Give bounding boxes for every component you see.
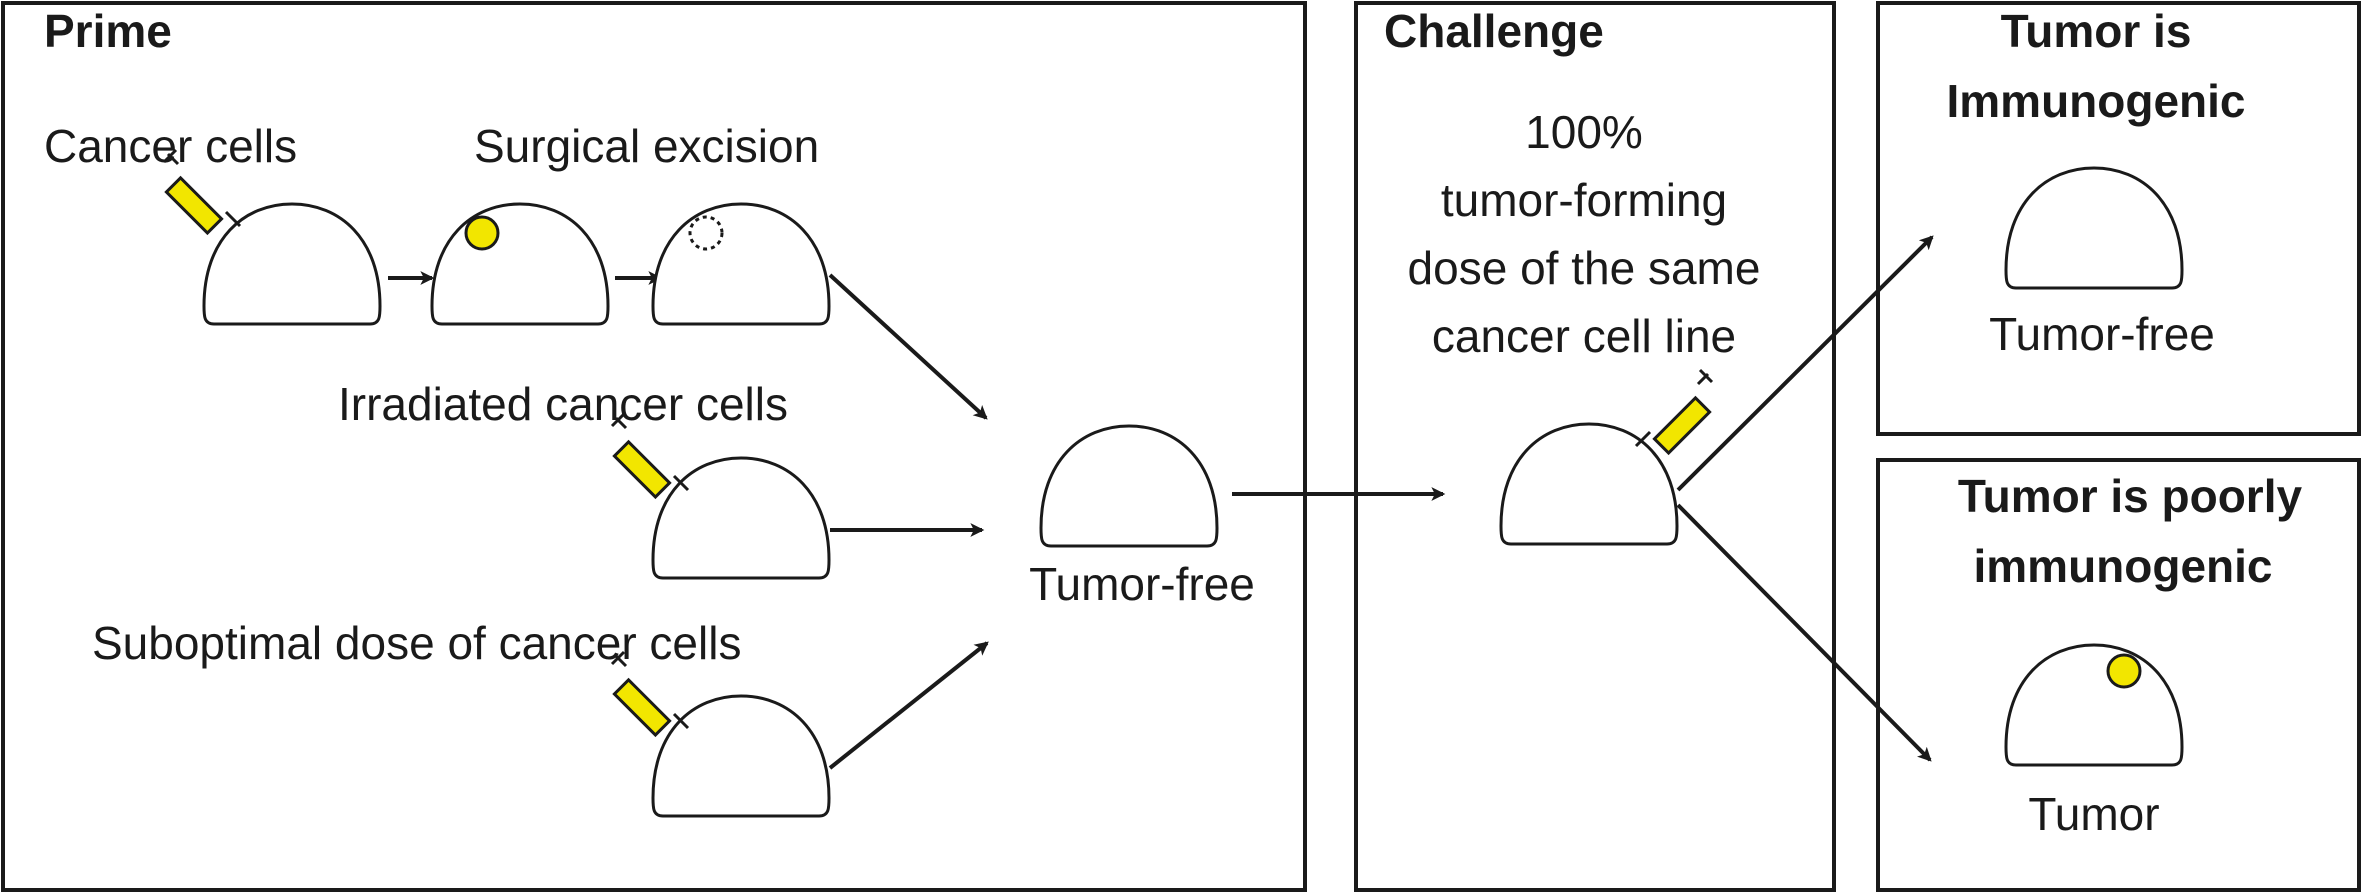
syringe-icon bbox=[1634, 368, 1714, 455]
mouse-icon bbox=[2004, 643, 2184, 767]
prime-row-irradiated: Irradiated cancer cells bbox=[338, 378, 985, 580]
surgical-excision-label: Surgical excision bbox=[474, 120, 819, 172]
irradiated-cancer-cells-label: Irradiated cancer cells bbox=[338, 378, 788, 430]
challenge-title: Challenge bbox=[1384, 5, 1604, 57]
mouse-icon bbox=[651, 202, 831, 326]
poorly-immunogenic-title-line: Tumor is poorly bbox=[1958, 470, 2303, 522]
mouse-icon bbox=[1499, 422, 1679, 546]
prime-row-suboptimal-dose: Suboptimal dose of cancer cells bbox=[92, 617, 989, 818]
tumor-icon bbox=[2106, 653, 2142, 689]
poorly-immunogenic-outcome-label: Tumor bbox=[2028, 788, 2159, 840]
poorly-immunogenic-title-line: immunogenic bbox=[1973, 540, 2272, 592]
poorly-immunogenic-panel-border bbox=[1876, 458, 2361, 892]
prime-result: Tumor-free bbox=[1029, 424, 1255, 610]
mouse-icon bbox=[651, 456, 831, 580]
mouse-icon bbox=[651, 694, 831, 818]
challenge-description-line: tumor-forming bbox=[1441, 174, 1727, 226]
cancer-cells-label: Cancer cells bbox=[44, 120, 297, 172]
poorly-immunogenic-panel: Tumor is poorly immunogenic Tumor bbox=[1876, 458, 2361, 892]
mouse-icon bbox=[430, 202, 610, 326]
challenge-panel: Challenge 100% tumor-forming dose of the… bbox=[1354, 1, 1836, 892]
prime-row-cancer-cells: Cancer cells Surgical excision bbox=[44, 120, 988, 420]
mouse-icon bbox=[202, 202, 382, 326]
challenge-description-line: cancer cell line bbox=[1432, 310, 1736, 362]
tumor-icon bbox=[464, 215, 500, 251]
immunogenic-title-line: Immunogenic bbox=[1946, 75, 2245, 127]
arrow-icon bbox=[828, 273, 988, 420]
immunogenic-outcome-label: Tumor-free bbox=[1989, 308, 2215, 360]
prime-panel-border bbox=[1, 1, 1307, 892]
arrow-icon bbox=[1676, 235, 1934, 492]
challenge-panel-border bbox=[1354, 1, 1836, 892]
arrow-icon bbox=[828, 641, 989, 770]
suboptimal-dose-label: Suboptimal dose of cancer cells bbox=[92, 617, 741, 669]
challenge-description-line: dose of the same bbox=[1408, 242, 1761, 294]
immunogenic-panel: Tumor is Immunogenic Tumor-free bbox=[1876, 1, 2361, 436]
arrow-icon bbox=[1676, 503, 1932, 762]
immunogenic-title-line: Tumor is bbox=[2001, 5, 2192, 57]
prime-panel: Prime Cancer cells Surgical excision Irr… bbox=[1, 1, 1307, 892]
excision-site-icon bbox=[688, 215, 724, 251]
mouse-icon bbox=[1039, 424, 1219, 548]
mouse-icon bbox=[2004, 166, 2184, 290]
prime-title: Prime bbox=[44, 5, 172, 57]
immunogenic-panel-border bbox=[1876, 1, 2361, 436]
prime-result-label: Tumor-free bbox=[1029, 558, 1255, 610]
challenge-description-line: 100% bbox=[1525, 106, 1643, 158]
